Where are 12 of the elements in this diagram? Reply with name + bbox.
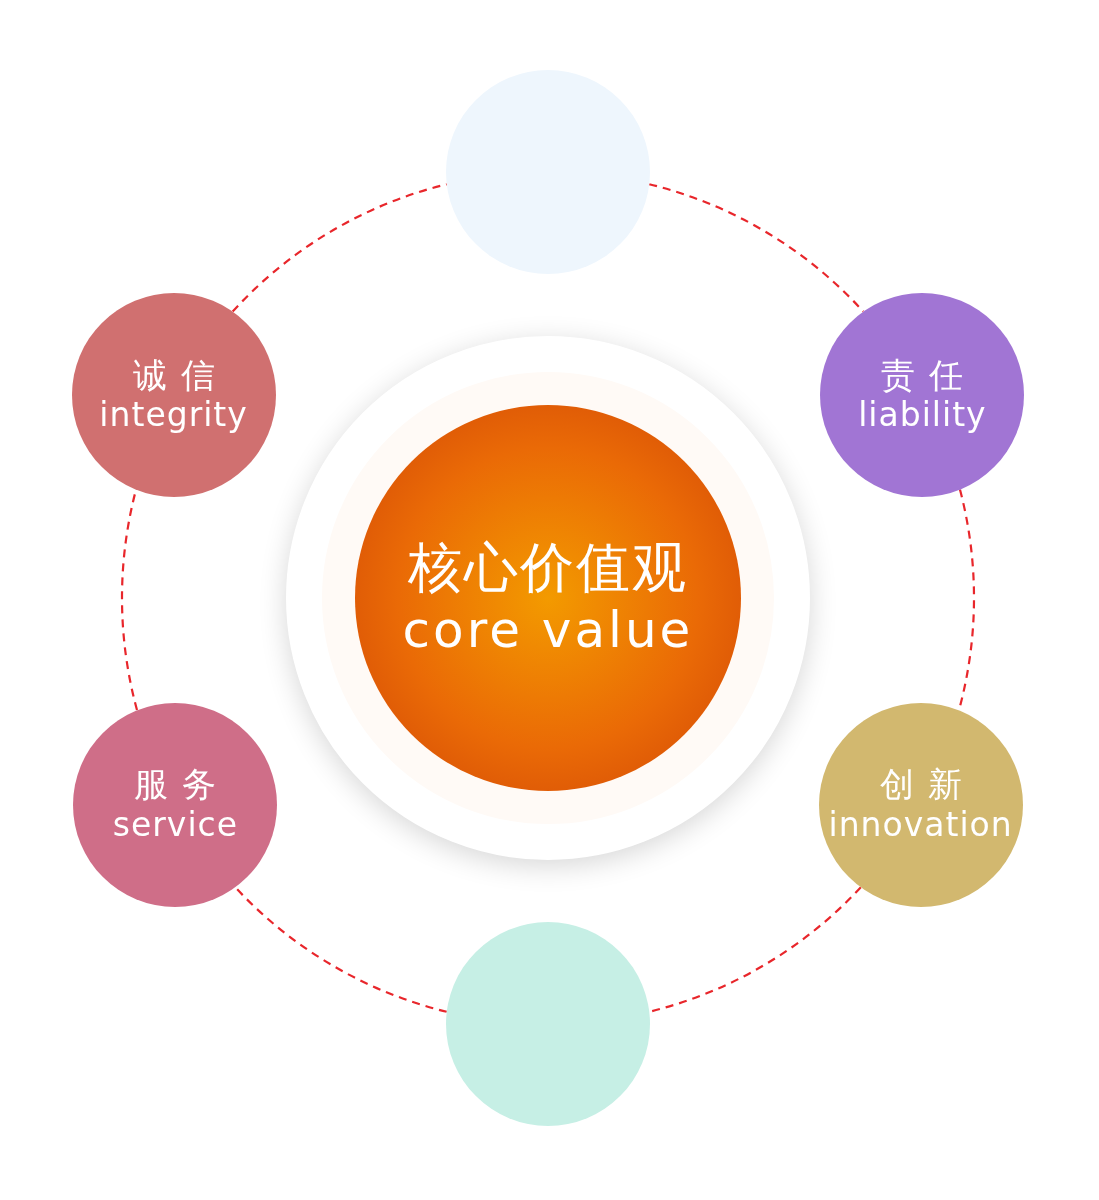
chinese-label: 诚信 bbox=[132, 354, 229, 396]
chinese-label: 核心价值观 bbox=[408, 535, 688, 601]
chinese-label: 服务 bbox=[134, 764, 231, 806]
english-label: integrity bbox=[99, 395, 248, 435]
english-label: service bbox=[112, 805, 238, 845]
english-label: core value bbox=[402, 600, 694, 661]
english-label: liability bbox=[858, 395, 987, 435]
chinese-label: 创新 bbox=[879, 764, 976, 806]
dashed-connector bbox=[648, 183, 865, 313]
dashed-connector bbox=[234, 886, 448, 1013]
chinese-label: 责任 bbox=[881, 354, 978, 396]
english-label: innovation bbox=[828, 805, 1013, 845]
